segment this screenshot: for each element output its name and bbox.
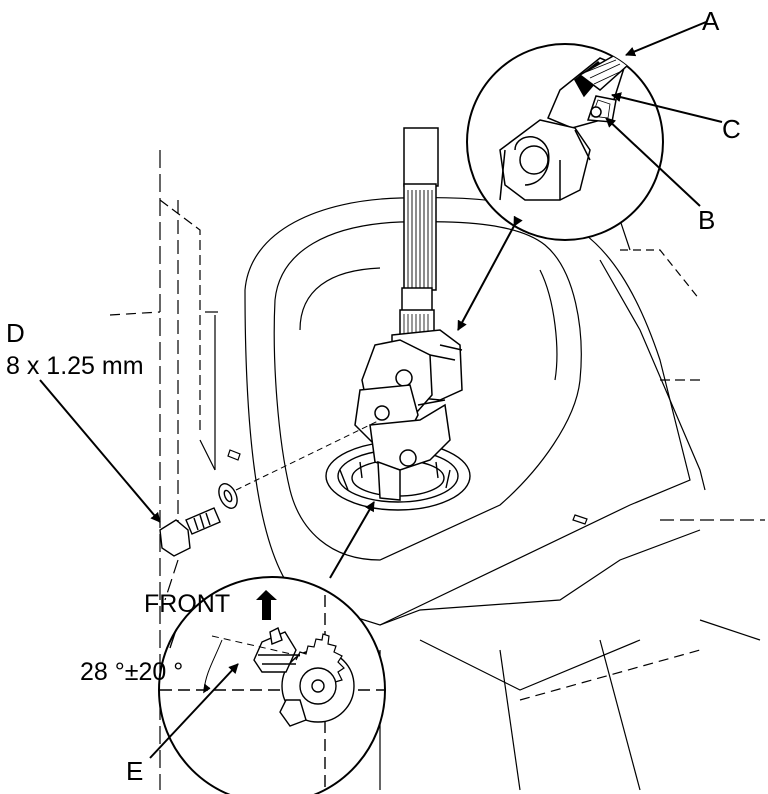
bolt-d-centerline bbox=[235, 419, 381, 491]
bottom-detail-view bbox=[158, 576, 386, 794]
steering-column-shaft bbox=[399, 127, 439, 343]
link-bottom-detail bbox=[329, 501, 375, 579]
angle-spec-label: 28 °±20 ° bbox=[80, 658, 184, 686]
leader-d bbox=[39, 379, 161, 523]
top-detail-view bbox=[466, 43, 664, 241]
leader-b bbox=[605, 117, 701, 207]
bolt-d bbox=[159, 483, 238, 557]
leader-a bbox=[625, 21, 707, 57]
front-label: FRONT bbox=[144, 590, 231, 618]
front-arrow-icon bbox=[256, 590, 277, 620]
callout-e: E bbox=[126, 756, 144, 786]
leader-e bbox=[149, 663, 239, 759]
callout-b: B bbox=[698, 205, 716, 235]
callout-d: D bbox=[6, 318, 25, 348]
callout-a: A bbox=[702, 6, 720, 36]
leader-lines bbox=[39, 21, 723, 759]
bolt-spec-label: 8 x 1.25 mm bbox=[6, 352, 144, 380]
link-top-detail bbox=[457, 215, 523, 331]
universal-joint bbox=[354, 329, 463, 501]
front-direction-tick bbox=[169, 629, 177, 649]
callout-c: C bbox=[722, 114, 741, 144]
leader-c bbox=[611, 92, 723, 123]
